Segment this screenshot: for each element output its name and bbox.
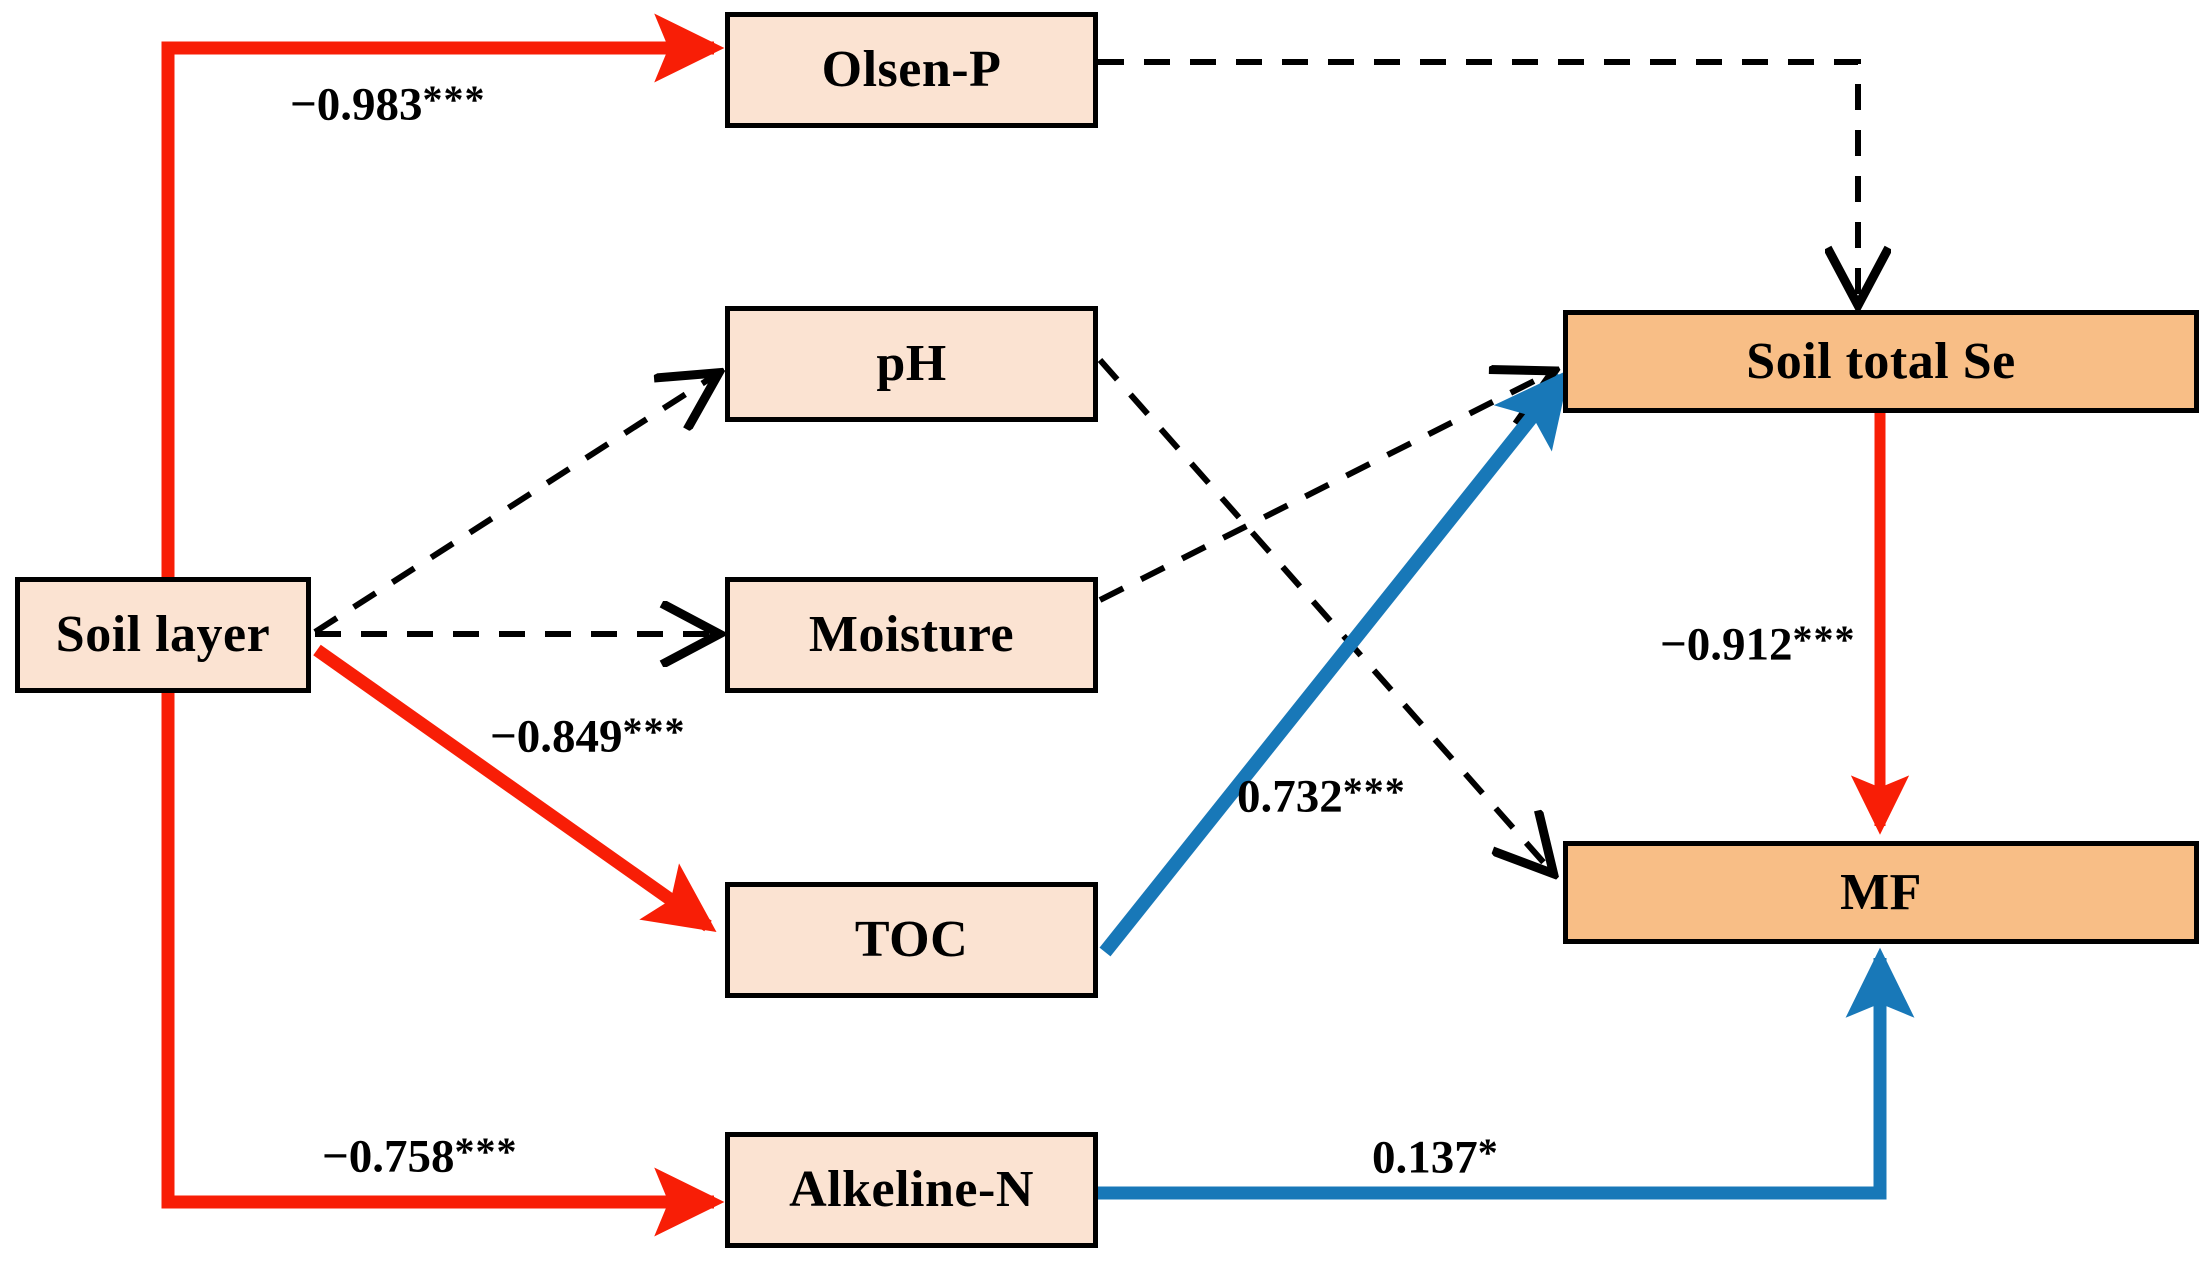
node-mf-label: MF bbox=[1840, 863, 1922, 921]
edge-alkeline-n-to-mf bbox=[1098, 947, 1915, 1200]
coefficient-value: −0.849 bbox=[490, 710, 623, 763]
node-soil-layer-label: Soil layer bbox=[55, 606, 271, 663]
node-olsen-p[interactable]: Olsen-P bbox=[725, 12, 1098, 128]
node-toc-label: TOC bbox=[854, 911, 969, 968]
coefficient-value: 0.137 bbox=[1372, 1131, 1478, 1184]
node-moisture-label: Moisture bbox=[808, 606, 1015, 663]
significance-stars: * bbox=[1477, 1130, 1499, 1175]
coefficient-value: −0.983 bbox=[290, 78, 423, 131]
edge-soil-layer-to-alkeline-n bbox=[161, 693, 725, 1237]
edge-label-alkeline-n-mf: 0.137* bbox=[1372, 1133, 1499, 1181]
node-toc[interactable]: TOC bbox=[725, 882, 1098, 998]
node-olsen-p-label: Olsen-P bbox=[821, 41, 1002, 98]
node-moisture[interactable]: Moisture bbox=[725, 577, 1098, 693]
edge-label-toc-soil-total-se: 0.732*** bbox=[1237, 772, 1406, 820]
significance-stars: *** bbox=[422, 77, 486, 122]
edge-label-soil-layer-toc: −0.849*** bbox=[490, 712, 686, 760]
coefficient-value: 0.732 bbox=[1237, 770, 1343, 823]
significance-stars: *** bbox=[1342, 769, 1406, 814]
coefficient-value: −0.758 bbox=[322, 1130, 455, 1183]
significance-stars: *** bbox=[1792, 617, 1856, 662]
node-ph[interactable]: pH bbox=[725, 306, 1098, 422]
edge-soil-layer-to-ph bbox=[313, 374, 717, 635]
edge-label-soil-layer-olsen-p: −0.983*** bbox=[290, 80, 486, 128]
edge-toc-to-soil-total-se bbox=[1099, 369, 1570, 957]
coefficient-value: −0.912 bbox=[1660, 618, 1793, 671]
edge-label-soil-total-se-mf: −0.912*** bbox=[1660, 620, 1856, 668]
edge-label-soil-layer-alkeline-n: −0.758*** bbox=[322, 1132, 518, 1180]
edge-soil-layer-to-toc bbox=[313, 644, 717, 932]
edge-ph-to-mf bbox=[1097, 358, 1552, 872]
significance-stars: *** bbox=[622, 709, 686, 754]
edge-olsen-p-to-soil-total-se bbox=[1098, 59, 1858, 303]
edge-soil-layer-to-olsen-p bbox=[161, 13, 725, 577]
edge-moisture-to-soil-total-se bbox=[1098, 372, 1552, 603]
node-alkeline-n[interactable]: Alkeline-N bbox=[725, 1132, 1098, 1248]
significance-stars: *** bbox=[454, 1129, 518, 1174]
node-ph-label: pH bbox=[876, 335, 947, 392]
node-soil-total-se[interactable]: Soil total Se bbox=[1563, 310, 2199, 413]
node-alkeline-n-label: Alkeline-N bbox=[789, 1161, 1034, 1218]
node-soil-layer[interactable]: Soil layer bbox=[15, 577, 311, 693]
node-soil-total-se-label: Soil total Se bbox=[1746, 332, 2016, 390]
node-mf[interactable]: MF bbox=[1563, 841, 2199, 944]
